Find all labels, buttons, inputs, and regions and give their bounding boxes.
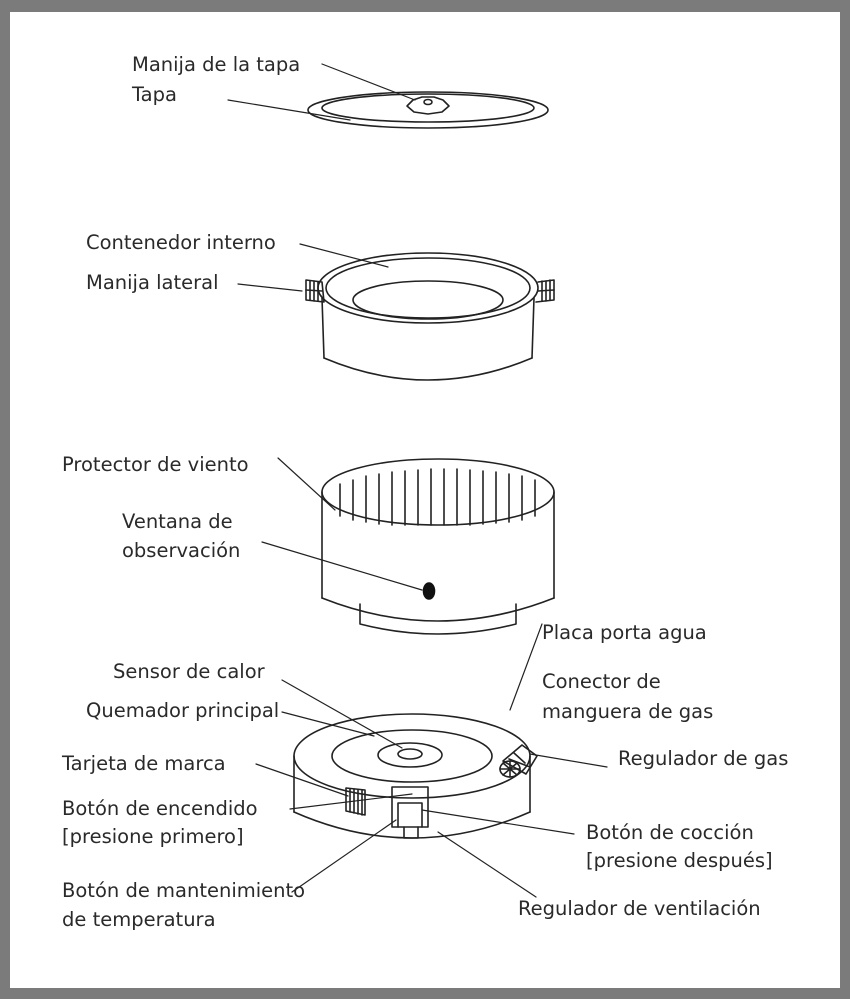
label-gas-hose-connector-line2: manguera de gas (542, 700, 714, 723)
label-ignition-button-line1: Botón de encendido (62, 797, 258, 820)
leader-vent-regulator (437, 831, 537, 898)
label-observation-window-line2: observación (122, 539, 241, 562)
label-cook-button-line1: Botón de cocción (586, 821, 754, 844)
label-keep-warm-button-line1: Botón de mantenimiento (62, 879, 306, 902)
leader-heat-sensor (281, 679, 403, 749)
leader-lid (227, 99, 351, 121)
lid-drawing (307, 91, 549, 129)
label-wind-protector: Protector de viento (62, 453, 249, 476)
label-inner-container: Contenedor interno (86, 231, 276, 254)
diagram-frame: Manija de la tapa Tapa Contenedor intern… (10, 12, 840, 988)
rice-cooker-exploded-diagram (227, 63, 608, 898)
label-side-handle: Manija lateral (86, 271, 219, 294)
label-lid-handle: Manija de la tapa (132, 53, 301, 76)
leader-lid-handle (321, 63, 416, 101)
label-gas-hose-connector-line1: Conector de (542, 670, 661, 693)
label-brand-card: Tarjeta de marca (62, 752, 226, 775)
label-heat-sensor: Sensor de calor (113, 660, 265, 683)
label-vent-regulator: Regulador de ventilación (518, 897, 761, 920)
label-cook-button-line2: [presione después] (586, 849, 773, 872)
inner-container-drawing (305, 252, 555, 381)
leader-main-burner (281, 711, 375, 737)
leader-water-plate (509, 623, 543, 711)
leader-side-handle (237, 283, 303, 292)
leader-keep-warm-button (291, 819, 397, 893)
leader-inner-container (299, 243, 389, 268)
label-main-burner: Quemador principal (86, 699, 280, 722)
leader-wind-protector (277, 457, 336, 511)
burner-base-drawing (293, 713, 538, 839)
wind-protector-drawing (321, 458, 555, 635)
label-keep-warm-button-line2: de temperatura (62, 908, 216, 931)
label-lid: Tapa (132, 83, 177, 106)
label-gas-regulator: Regulador de gas (618, 747, 789, 770)
leader-ignition-button (289, 793, 413, 810)
label-ignition-button-line2: [presione primero] (62, 825, 244, 848)
leader-cook-button (421, 809, 575, 835)
leader-gas-regulator (529, 753, 608, 768)
label-water-plate: Placa porta agua (542, 621, 707, 644)
leader-lines (227, 63, 608, 898)
leader-observation-window (261, 541, 423, 591)
label-observation-window-line1: Ventana de (122, 510, 233, 533)
leader-brand-card (255, 763, 349, 797)
